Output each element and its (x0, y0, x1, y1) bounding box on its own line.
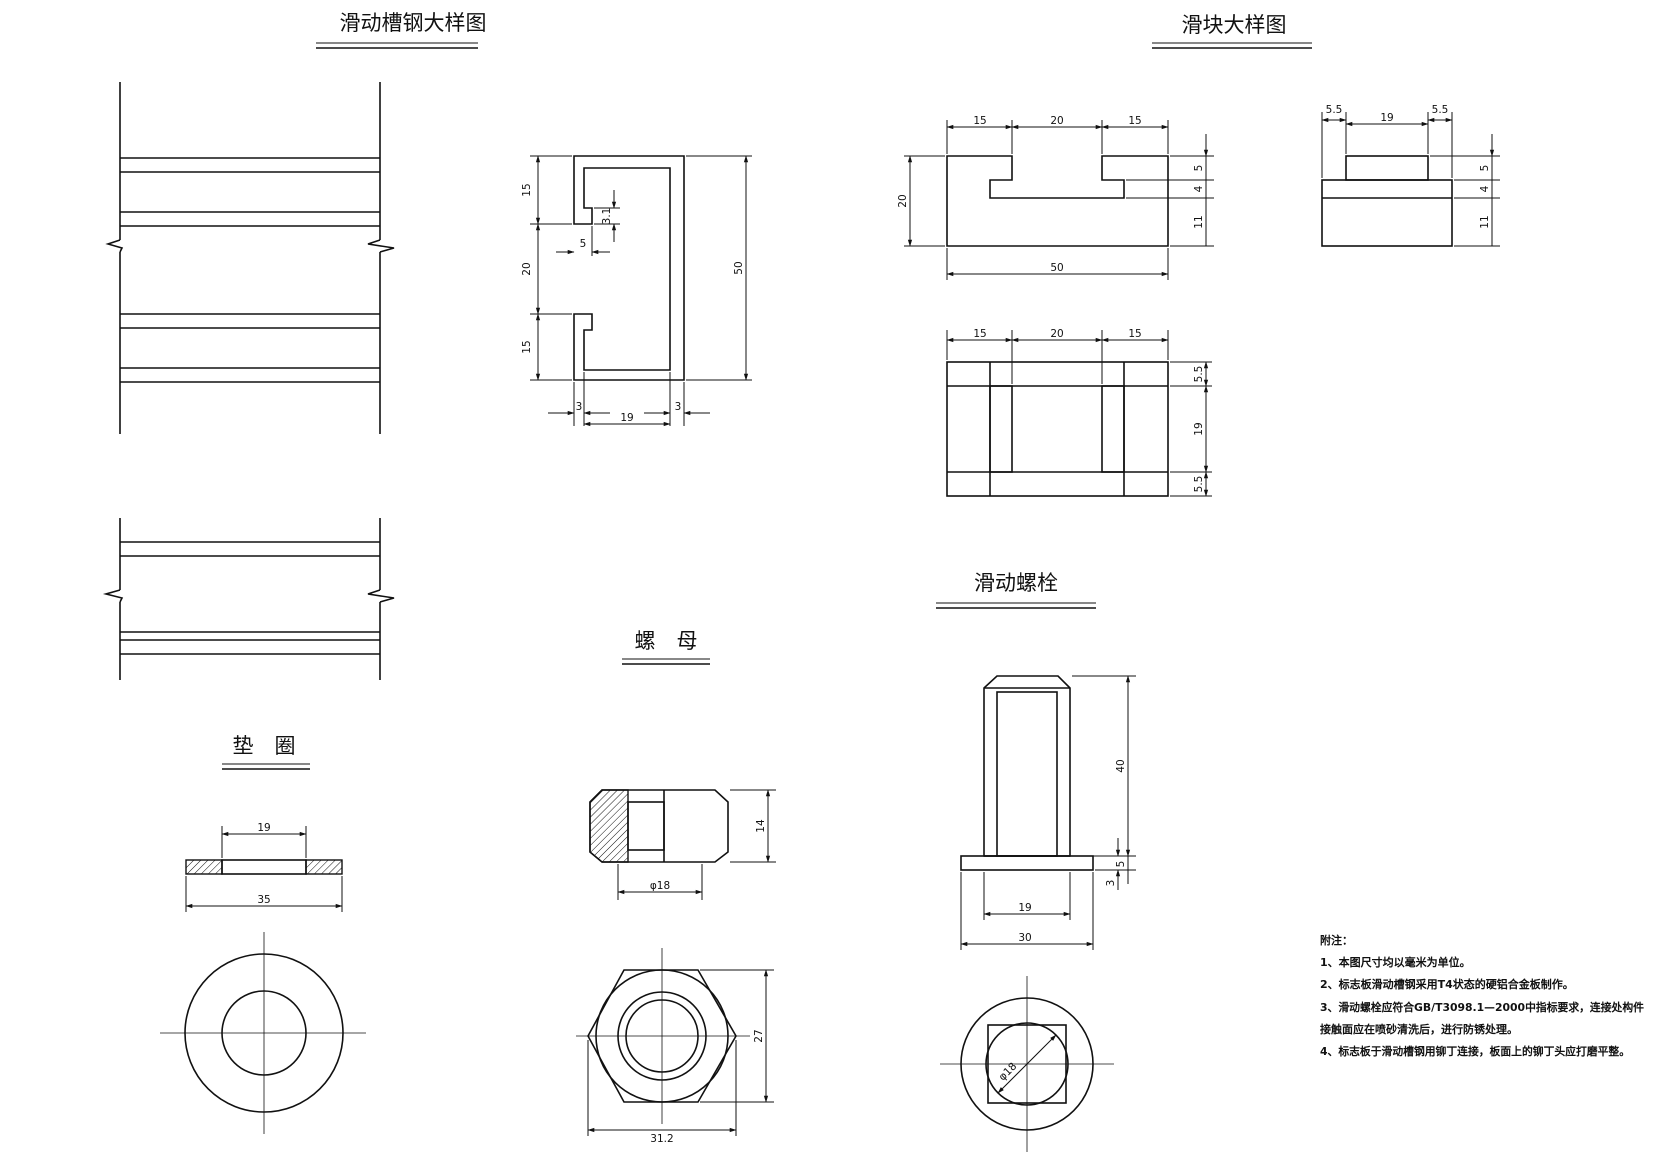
dim-ch-50: 50 (733, 261, 745, 274)
bolt-elevation: 40 5 3 19 30 (960, 675, 1136, 950)
dim-sl-5: 5 (1193, 165, 1205, 172)
washer-plan (160, 932, 366, 1134)
notes-block: 附注： 1、本图尺寸均以毫米为单位。 2、标志板滑动槽钢采用T4状态的硬铝合金板… (1320, 933, 1644, 1058)
dim-ch-5: 5 (580, 238, 587, 250)
dim-sl-15a: 15 (973, 115, 986, 127)
dim-bo-5: 5 (1115, 861, 1127, 868)
title-nut: 螺 母 (622, 629, 710, 665)
note-4: 4、标志板于滑动槽钢用铆丁连接，板面上的铆丁头应打磨平整。 (1320, 1044, 1630, 1058)
nut-plan: 27 31.2 (576, 948, 774, 1145)
dim-ch-3b: 3 (675, 401, 682, 413)
svg-text:滑动螺栓: 滑动螺栓 (974, 571, 1058, 595)
dim-sl-20: 20 (1050, 115, 1063, 127)
svg-text:滑块大样图: 滑块大样图 (1182, 13, 1287, 37)
dim-nu-27: 27 (753, 1029, 765, 1042)
dim-sl-50: 50 (1050, 262, 1063, 274)
channel-elevation-lower (102, 518, 395, 680)
slider-side-view: 5.5 19 5.5 5 4 11 (1321, 104, 1500, 247)
dim-pl-19: 19 (1193, 422, 1205, 435)
svg-text:滑动槽钢大样图: 滑动槽钢大样图 (340, 11, 487, 35)
dim-nu-31-2: 31.2 (650, 1133, 673, 1145)
slider-plan-view: 15 20 15 5.5 19 5.5 (946, 328, 1212, 497)
title-sliding-bolt: 滑动螺栓 (936, 571, 1096, 609)
svg-text:垫 圈: 垫 圈 (233, 734, 296, 758)
title-washer: 垫 圈 (222, 734, 310, 770)
dim-ch-19: 19 (620, 412, 633, 424)
channel-elevation-upper (105, 82, 395, 434)
dim-ss-5: 5 (1479, 165, 1491, 172)
dim-bo-40: 40 (1115, 759, 1127, 772)
dim-bo-30: 30 (1018, 932, 1031, 944)
dim-ss-4: 4 (1479, 185, 1491, 192)
notes-heading: 附注： (1320, 933, 1353, 947)
title-channel-detail: 滑动槽钢大样图 (316, 11, 487, 49)
bolt-plan: φ18 (940, 976, 1114, 1152)
dim-ch-3-1: 3.1 (601, 208, 613, 225)
washer-section: 19 35 (185, 822, 343, 912)
dim-bo-19: 19 (1018, 902, 1031, 914)
slider-front-view: 15 20 15 20 5 4 11 50 (897, 115, 1214, 280)
title-slider-detail: 滑块大样图 (1152, 13, 1312, 49)
dim-ss-5-5a: 5.5 (1326, 104, 1343, 116)
svg-text:螺 母: 螺 母 (635, 629, 698, 653)
note-2: 2、标志板滑动槽钢采用T4状态的硬铝合金板制作。 (1320, 977, 1574, 991)
dim-sl-15b: 15 (1128, 115, 1141, 127)
dim-bo-3: 3 (1105, 880, 1117, 887)
dim-wa-19: 19 (257, 822, 270, 834)
note-3-cont: 接触面应在喷砂清洗后，进行防锈处理。 (1320, 1022, 1518, 1036)
nut-elevation: 14 φ18 (589, 789, 776, 900)
dim-sl-4: 4 (1193, 185, 1205, 192)
channel-cross-section: 15 20 15 3.1 5 50 3 3 19 (521, 155, 752, 427)
dim-ss-11: 11 (1479, 215, 1491, 228)
dim-ss-19: 19 (1380, 112, 1393, 124)
dim-pl-20: 20 (1050, 328, 1063, 340)
dim-pl-15a: 15 (973, 328, 986, 340)
dim-wa-35: 35 (257, 894, 270, 906)
dim-ch-20: 20 (521, 262, 533, 275)
dim-ch-15b: 15 (521, 340, 533, 353)
dim-ch-15a: 15 (521, 183, 533, 196)
dim-nu-14: 14 (755, 819, 767, 833)
dim-sl-11: 11 (1193, 215, 1205, 228)
dim-pl-5-5a: 5.5 (1193, 366, 1205, 383)
dim-nu-phi18: φ18 (650, 880, 670, 892)
dim-pl-15b: 15 (1128, 328, 1141, 340)
dim-ch-3a: 3 (576, 401, 583, 413)
dim-sl-h20: 20 (897, 194, 909, 207)
note-3: 3、滑动螺栓应符合GB/T3098.1—2000中指标要求，连接处构件 (1320, 1000, 1644, 1014)
dim-pl-5-5b: 5.5 (1193, 476, 1205, 493)
note-1: 1、本图尺寸均以毫米为单位。 (1320, 955, 1471, 969)
dim-ss-5-5b: 5.5 (1432, 104, 1449, 116)
